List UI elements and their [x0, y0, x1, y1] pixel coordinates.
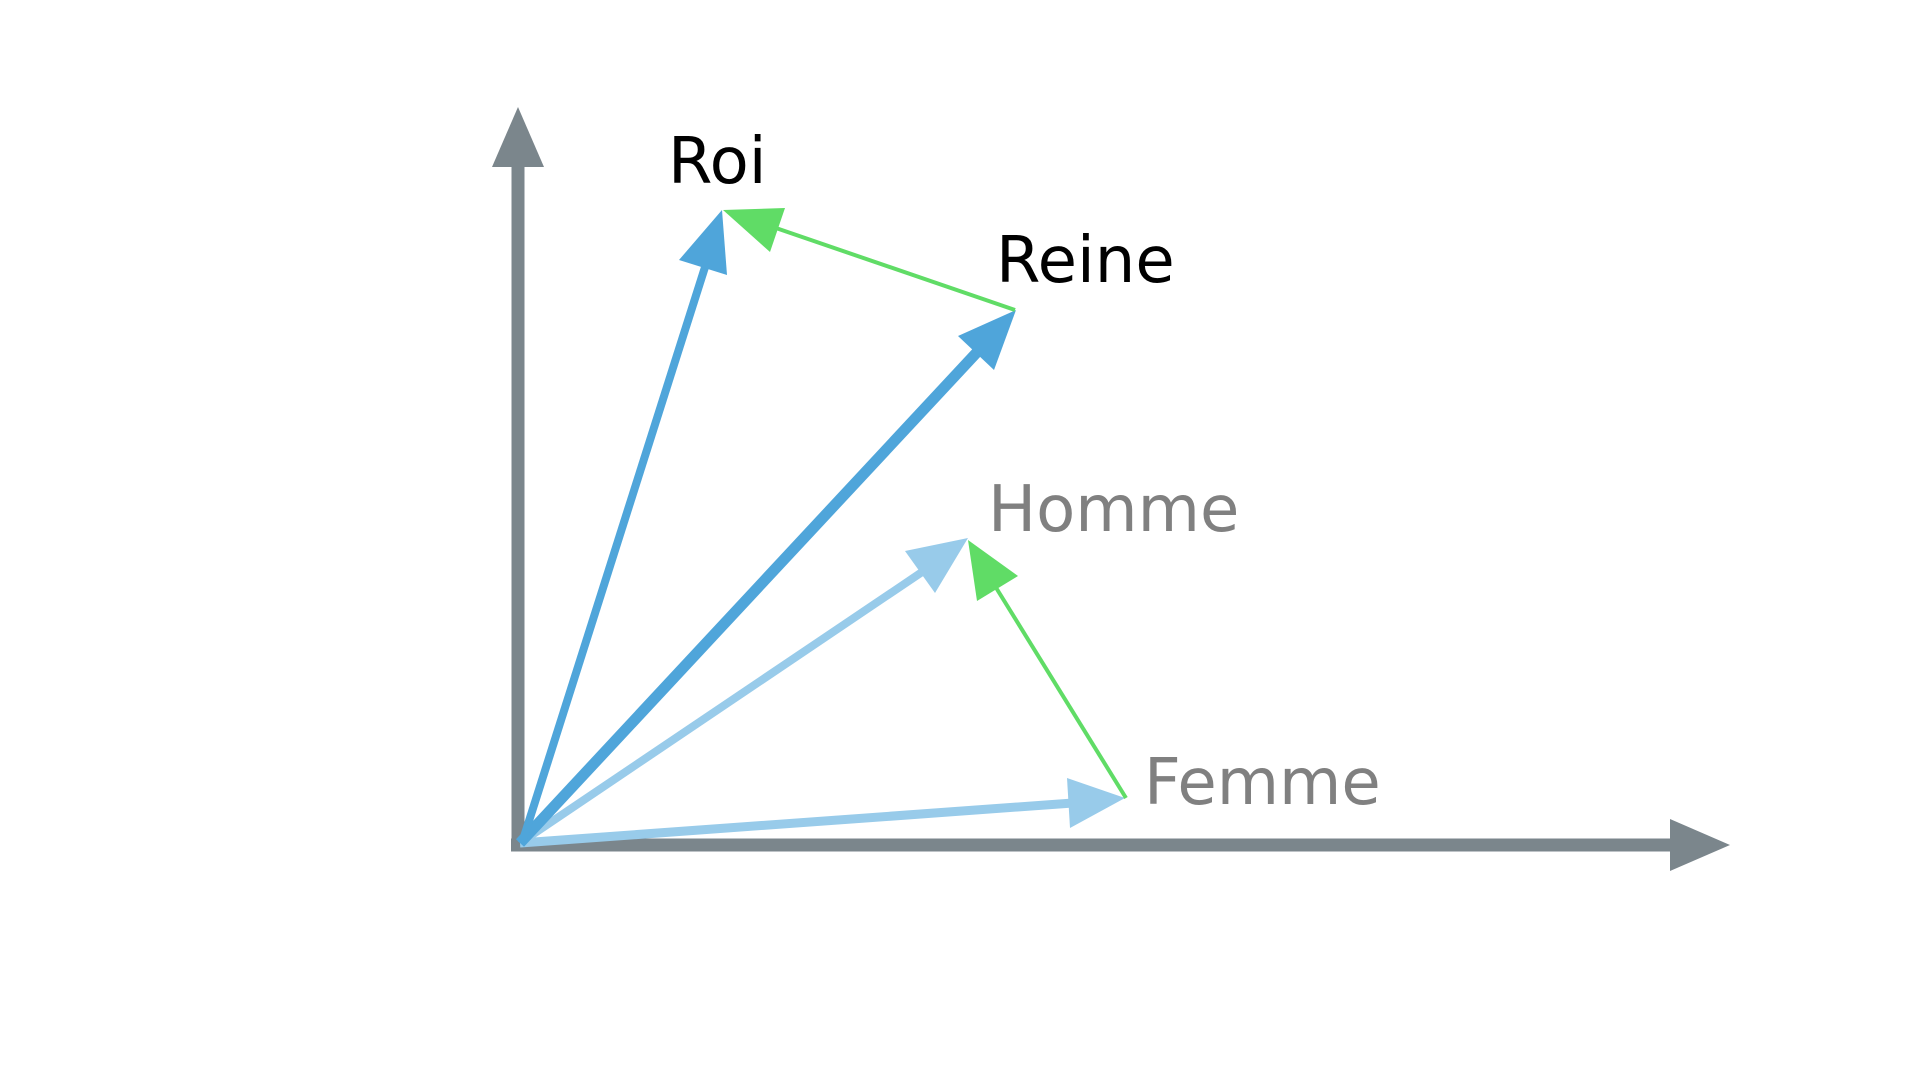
- vector-femme-arrowhead: [1067, 778, 1125, 828]
- vector-roi-shaft: [518, 262, 710, 845]
- difference-femme-to-homme-arrowhead: [968, 540, 1018, 601]
- vector-femme-shaft: [519, 798, 1074, 848]
- vector-roi: [518, 210, 727, 845]
- label-reine: Reine: [996, 224, 1175, 298]
- difference-reine-to-roi-shaft: [772, 225, 1016, 312]
- vector-reine-shaft: [515, 345, 985, 847]
- vector-femme: [519, 778, 1125, 848]
- vector-homme-arrowhead: [905, 538, 968, 593]
- x-axis-arrowhead: [1670, 819, 1730, 871]
- vector-homme-shaft: [517, 566, 928, 847]
- axes: [492, 107, 1730, 871]
- label-femme: Femme: [1144, 746, 1381, 820]
- vector-reine: [515, 310, 1016, 847]
- difference-femme-to-homme-shaft: [993, 584, 1128, 800]
- label-roi: Roi: [668, 125, 767, 199]
- difference-reine-to-roi-arrowhead: [723, 208, 785, 252]
- label-homme: Homme: [988, 473, 1239, 547]
- vector-roi-arrowhead: [679, 210, 727, 275]
- difference-reine-to-roi: [723, 208, 1016, 312]
- vector-homme: [517, 538, 968, 847]
- vector-reine-arrowhead: [958, 310, 1016, 370]
- y-axis-arrowhead: [492, 107, 544, 167]
- difference-femme-to-homme: [968, 540, 1128, 800]
